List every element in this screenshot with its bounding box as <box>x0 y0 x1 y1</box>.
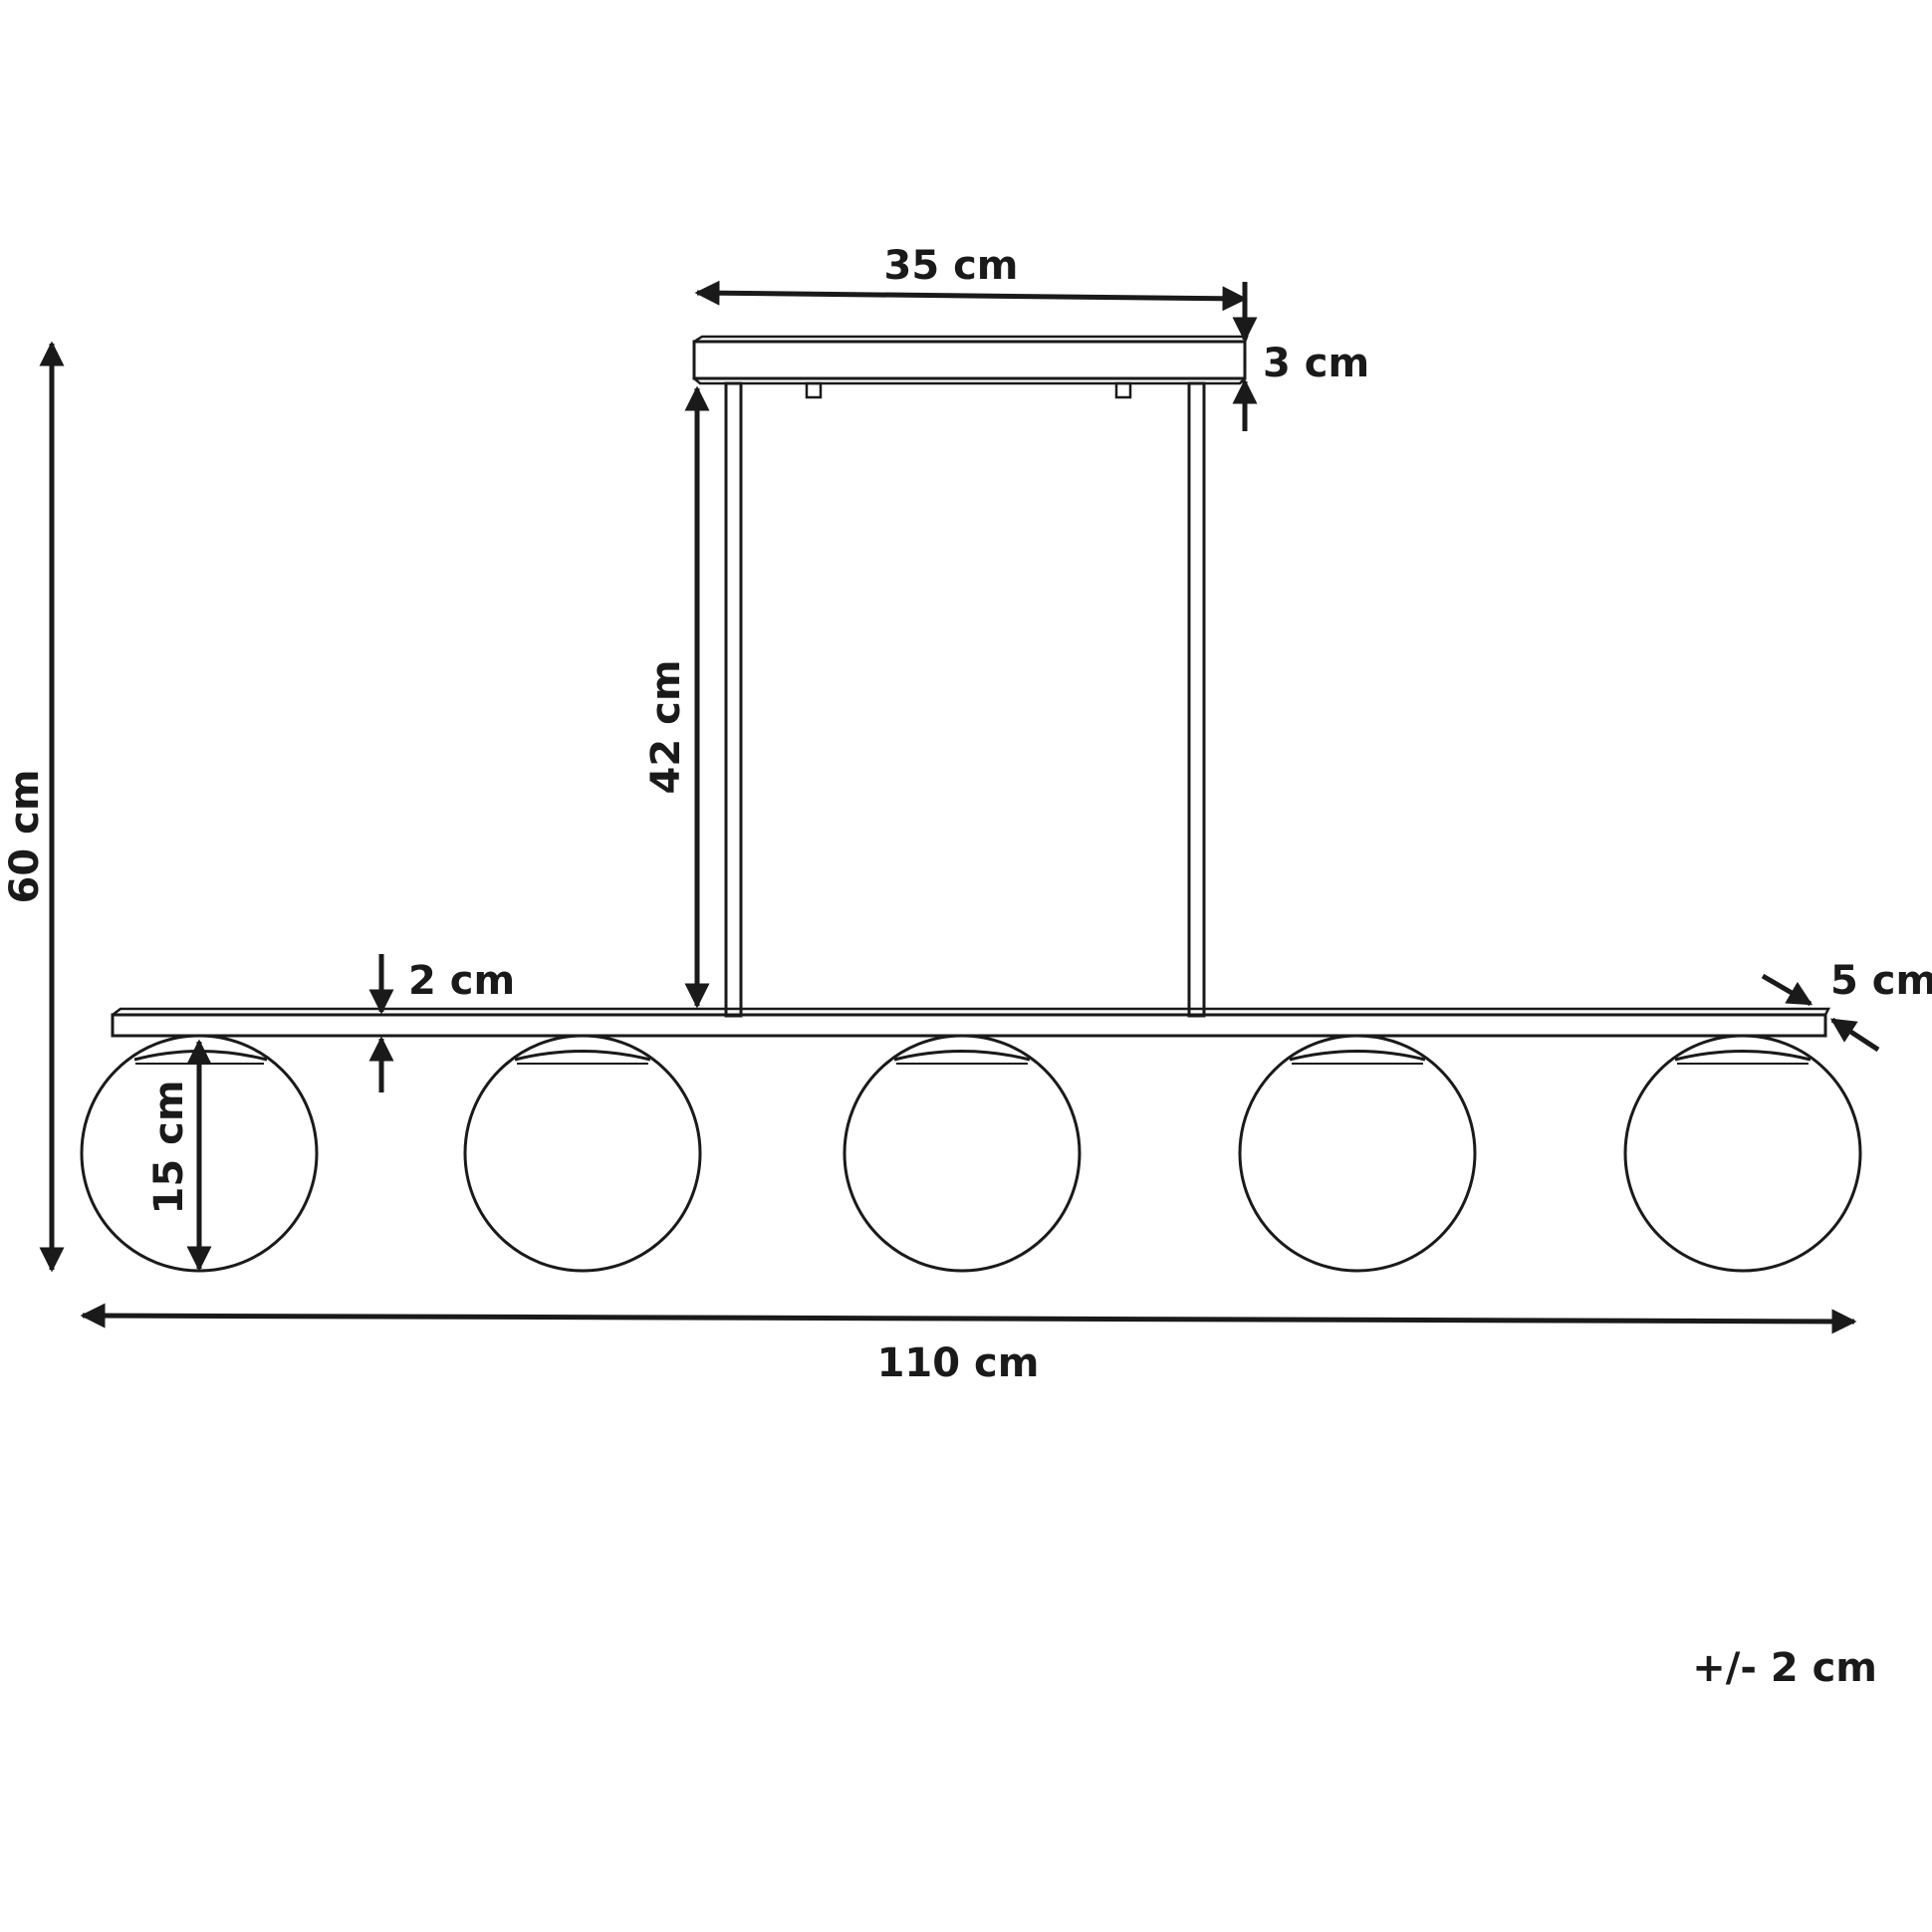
rod-length-label: 42 cm <box>643 660 689 795</box>
bar-thickness-label: 2 cm <box>408 958 515 1004</box>
globes <box>80 1034 1862 1273</box>
canopy-width-label: 35 cm <box>884 243 1019 289</box>
bar-depth-label: 5 cm <box>1830 958 1932 1004</box>
canopy-thickness-label: 3 cm <box>1263 341 1369 386</box>
dimension-bar-thickness: 2 cm <box>368 954 515 1092</box>
globe-diameter-label: 15 cm <box>146 1081 192 1215</box>
dimension-canopy-width: 35 cm <box>694 243 1248 312</box>
globe-5 <box>1623 1034 1862 1273</box>
dimension-total-height: 60 cm <box>2 341 65 1273</box>
dimension-globe-diameter: 15 cm <box>146 1039 212 1272</box>
globe-4 <box>1238 1034 1477 1273</box>
dimension-canopy-thickness: 3 cm <box>1232 282 1369 431</box>
dimension-rod-length: 42 cm <box>643 385 710 1009</box>
total-height-label: 60 cm <box>2 770 48 904</box>
suspension-rods <box>724 381 1206 1018</box>
globe-2 <box>463 1034 702 1273</box>
tolerance-note: +/- 2 cm <box>1692 1645 1877 1691</box>
lamp-bar <box>111 1007 1831 1038</box>
dimension-bar-depth: 5 cm <box>1761 958 1932 1053</box>
dimension-total-width: 110 cm <box>80 1303 1857 1386</box>
globe-3 <box>843 1034 1082 1273</box>
total-width-label: 110 cm <box>877 1340 1040 1386</box>
canopy <box>692 335 1249 399</box>
